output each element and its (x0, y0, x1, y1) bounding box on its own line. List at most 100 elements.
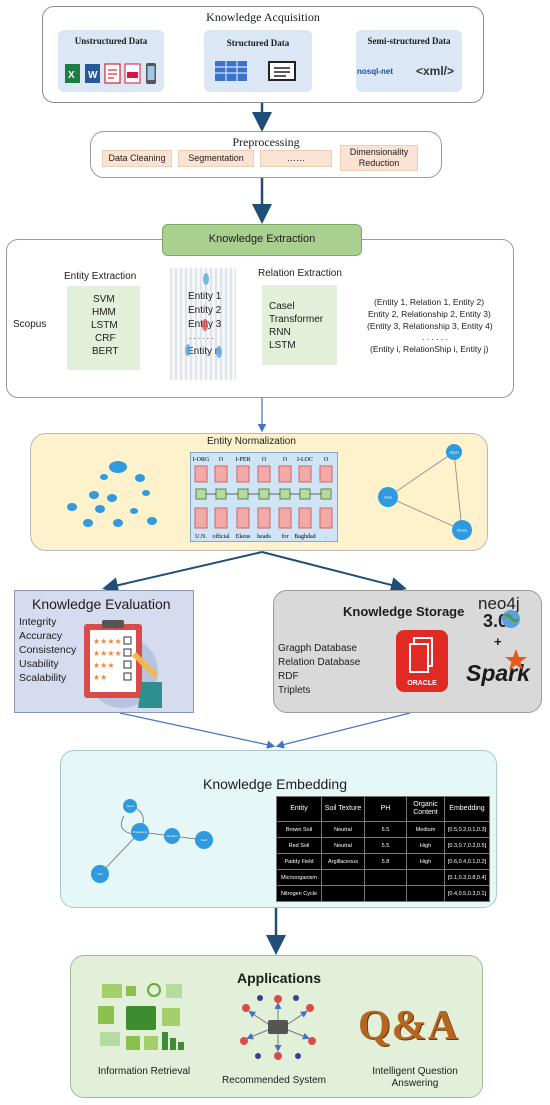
th-organic-content: Organic Content (406, 796, 445, 822)
database-table-icons (215, 61, 296, 81)
eval-usability: Usability (19, 658, 59, 670)
table-row: Paddy Field Argillaceous 5.8 High [0.6,0… (276, 853, 490, 870)
extraction-header (162, 224, 362, 256)
svg-text:X: X (68, 70, 75, 81)
table-row: Nitrogen Cycle [0.4,0.5,0.3,0.1] (276, 885, 490, 902)
svg-text:Root: Root (201, 838, 208, 842)
relation-extraction-title: Relation Extraction (258, 268, 342, 279)
svg-text:heads: heads (257, 534, 271, 540)
unstructured-data-label: Unstructured Data (74, 36, 148, 46)
table-cell: Argillaceous (321, 853, 365, 870)
table-cell (406, 885, 445, 902)
svg-text:★★★★: ★★★★ (93, 649, 122, 658)
entity-1: Entity 1 (188, 291, 222, 302)
embedding-graph: Seed Frequency Nitrogen Root Soil (91, 799, 213, 883)
normalization-title: Entity Normalization (207, 436, 296, 447)
eval-integrity: Integrity (19, 616, 57, 628)
data-cleaning-chip: Data Cleaning (102, 150, 172, 167)
table-row: Microorganism [0.1,0.3,0.8,0.4] (276, 869, 490, 886)
preprocessing-title: Preprocessing (232, 135, 300, 149)
spark-star-icon (505, 649, 527, 670)
arrow-eval-emb (119, 712, 276, 749)
algo-crf: CRF (95, 333, 116, 344)
segmentation-chip: Segmentation (178, 150, 254, 167)
information-retrieval-label: Information Retrieval (97, 1066, 191, 1077)
table-cell: Brown Soil (276, 821, 322, 838)
acquisition-title: Knowledge Acquisition (206, 10, 320, 24)
svg-text:W: W (88, 70, 98, 81)
globe-icon (502, 610, 520, 628)
algo-lstm: LSTM (91, 320, 118, 331)
table-cell: 5.5 (364, 837, 407, 854)
semi-structured-data-card (356, 30, 462, 92)
svg-text:Seed: Seed (126, 804, 133, 808)
svg-text:U.N.: U.N. (195, 534, 207, 540)
svg-text:O: O (219, 457, 224, 463)
xml-logo: <xml/> (416, 64, 455, 78)
qa-logo: Q&A (358, 1003, 459, 1049)
table-cell: [0.1,0.3,0.8,0.4] (444, 869, 490, 886)
eval-scalability: Scalability (19, 672, 67, 684)
eval-accuracy: Accuracy (19, 630, 63, 642)
table-cell: [0.6,0.4,0.1,0.2] (444, 853, 490, 870)
algo-svm: SVM (93, 294, 115, 305)
ellipsis-chip: …… (260, 150, 332, 167)
svg-text:Frequency: Frequency (133, 830, 148, 834)
arrow-store-emb (275, 712, 411, 749)
table-cell: High (406, 837, 445, 854)
triple-ellipsis: . . . . . . (422, 332, 448, 342)
svg-text:O: O (283, 457, 288, 463)
raw-entities-cluster (67, 461, 157, 527)
table-cell: Medium (406, 821, 445, 838)
triple-n: (Entity i, RelationShip i, Entity j) (370, 344, 489, 354)
checklist-clipboard-icon: ★★★★★★★★★★★★★ (84, 620, 162, 708)
oracle-label: ORACLE (407, 680, 437, 687)
table-row: Red Soil Neutral 5.5 High [0.3,0.7,0.2,0… (276, 837, 490, 854)
svg-text:Ekeus: Ekeus (236, 534, 251, 540)
table-cell: Neutral (321, 821, 365, 838)
storage-graph-database: Gragph Database (278, 643, 357, 654)
svg-text:Soil: Soil (97, 872, 102, 876)
table-cell: Paddy Field (276, 853, 322, 870)
table-cell: Neutral (321, 837, 365, 854)
storage-rdf: RDF (278, 671, 299, 682)
entity-algorithms-box (67, 286, 140, 370)
table-cell (406, 869, 445, 886)
svg-text:Kisara: Kisara (457, 529, 467, 533)
information-retrieval-icon (98, 983, 184, 1050)
table-cell (364, 885, 407, 902)
table-cell: 6.5 (364, 821, 407, 838)
plus-sign: + (494, 634, 502, 649)
table-cell: Microorganism (276, 869, 322, 886)
eval-consistency: Consistency (19, 644, 77, 656)
storage-relation-database: Relation Database (278, 657, 361, 668)
algo-rnn: RNN (269, 327, 291, 338)
extraction-header-label: Knowledge Extraction (208, 233, 316, 245)
document-file-icons: X W (65, 63, 156, 84)
neo4j-logo: neo4j (478, 594, 520, 613)
bilstm-crf-diagram: I-ORG O I-PER O O I-LOC O U.N. official … (190, 452, 338, 542)
svg-text:I-PER: I-PER (236, 457, 251, 463)
triple-3: (Entity 3, Relationship 3, Entity 4) (367, 321, 493, 331)
svg-text:.: . (325, 534, 327, 540)
svg-text:O: O (262, 457, 267, 463)
svg-text:★★★★: ★★★★ (93, 637, 122, 646)
svg-text:Nara: Nara (384, 496, 392, 500)
triple-2: Entity 2, Relationship 2, Entity 3) (368, 309, 491, 319)
semi-structured-data-label: Semi-structured Data (367, 36, 451, 46)
embedding-table: Entity Soil Texture PH Organic Content E… (276, 796, 490, 902)
scopus-source: Scopus (13, 319, 47, 330)
triple-1: (Entity 1, Relation 1, Entity 2) (374, 297, 485, 307)
table-cell (321, 885, 365, 902)
algo-transformer: Transformer (269, 314, 324, 325)
evaluation-title: Knowledge Evaluation (32, 596, 171, 612)
recommended-system-icon (240, 995, 316, 1060)
entity-2: Entity 2 (188, 305, 222, 316)
table-row: Brown Soil Neutral 6.5 Medium [0.5,0.2,0… (276, 821, 490, 838)
svg-text:for: for (282, 533, 289, 540)
svg-text:Baghdad: Baghdad (294, 534, 315, 540)
table-cell: Red Soil (276, 837, 322, 854)
intelligent-qa-label: Intelligent Question Answering (372, 1066, 458, 1089)
oracle-db-icon (409, 637, 433, 673)
svg-text:O: O (324, 457, 329, 463)
